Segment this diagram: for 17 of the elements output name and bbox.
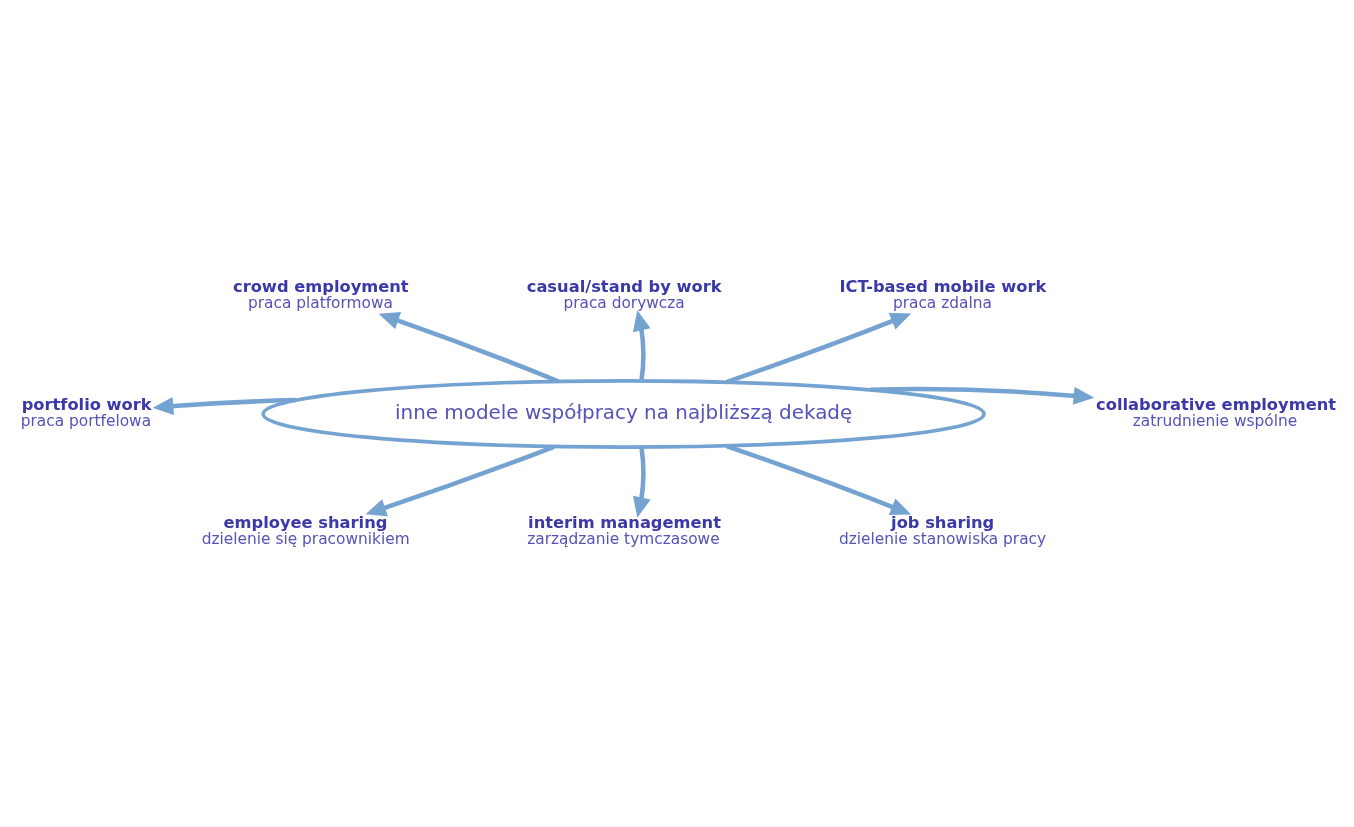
node-text: casual/stand by work praca dorywcza <box>526 276 722 312</box>
node-text: portfolio work praca portfelowa <box>20 394 152 430</box>
arrow <box>152 396 297 415</box>
node-text: ICT-based mobile work praca zdalna <box>839 276 1047 312</box>
node-ellipse: inne modele współpracy na najbliższą dekadę <box>261 378 986 449</box>
arrow <box>632 309 651 381</box>
arrow <box>870 386 1095 405</box>
arrow <box>365 444 555 516</box>
node-text: collaborative employment zatrudnienie wspólne <box>1096 394 1337 430</box>
arrow <box>632 446 651 518</box>
node-text: crowd employment praca platformowa <box>233 276 409 312</box>
node-text: job sharing dzielenie stanowiska pracy <box>839 512 1047 548</box>
node-text: interim management zarządzanie tymczasowe <box>527 512 721 548</box>
arrow <box>725 443 912 515</box>
arrow <box>725 312 912 384</box>
arrow <box>378 311 559 383</box>
node-text: employee sharing dzielenie się pracownikiem <box>201 512 410 548</box>
